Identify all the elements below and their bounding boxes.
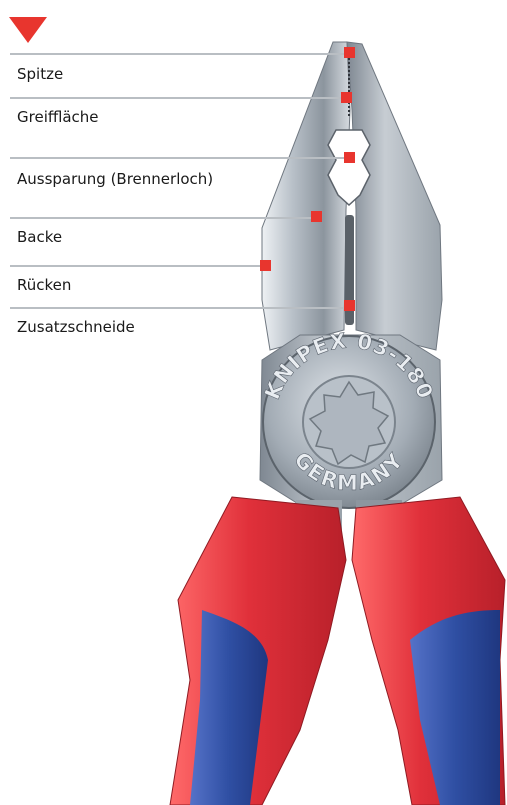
leader-line-aussparung bbox=[10, 157, 348, 159]
label-aussparung: Aussparung (Brennerloch) bbox=[17, 170, 213, 188]
leader-line-greifflaeche bbox=[10, 97, 348, 99]
marker-aussparung bbox=[344, 152, 355, 163]
label-greifflaeche: Greiffläche bbox=[17, 108, 99, 126]
label-backe: Backe bbox=[17, 228, 62, 246]
marker-zusatzschneide bbox=[344, 300, 355, 311]
label-zusatzschneide: Zusatzschneide bbox=[17, 318, 135, 336]
leader-line-backe bbox=[10, 217, 316, 219]
label-spitze: Spitze bbox=[17, 65, 63, 83]
marker-spitze bbox=[344, 47, 355, 58]
label-ruecken: Rücken bbox=[17, 276, 71, 294]
marker-greifflaeche bbox=[341, 92, 352, 103]
left-jaw bbox=[262, 42, 350, 350]
triangle-marker-icon bbox=[9, 17, 47, 43]
marker-backe bbox=[311, 211, 322, 222]
leader-line-ruecken bbox=[10, 265, 264, 267]
marker-ruecken bbox=[260, 260, 271, 271]
right-jaw bbox=[347, 42, 442, 350]
leader-line-spitze bbox=[10, 53, 348, 55]
leader-line-zusatzschneide bbox=[10, 307, 348, 309]
